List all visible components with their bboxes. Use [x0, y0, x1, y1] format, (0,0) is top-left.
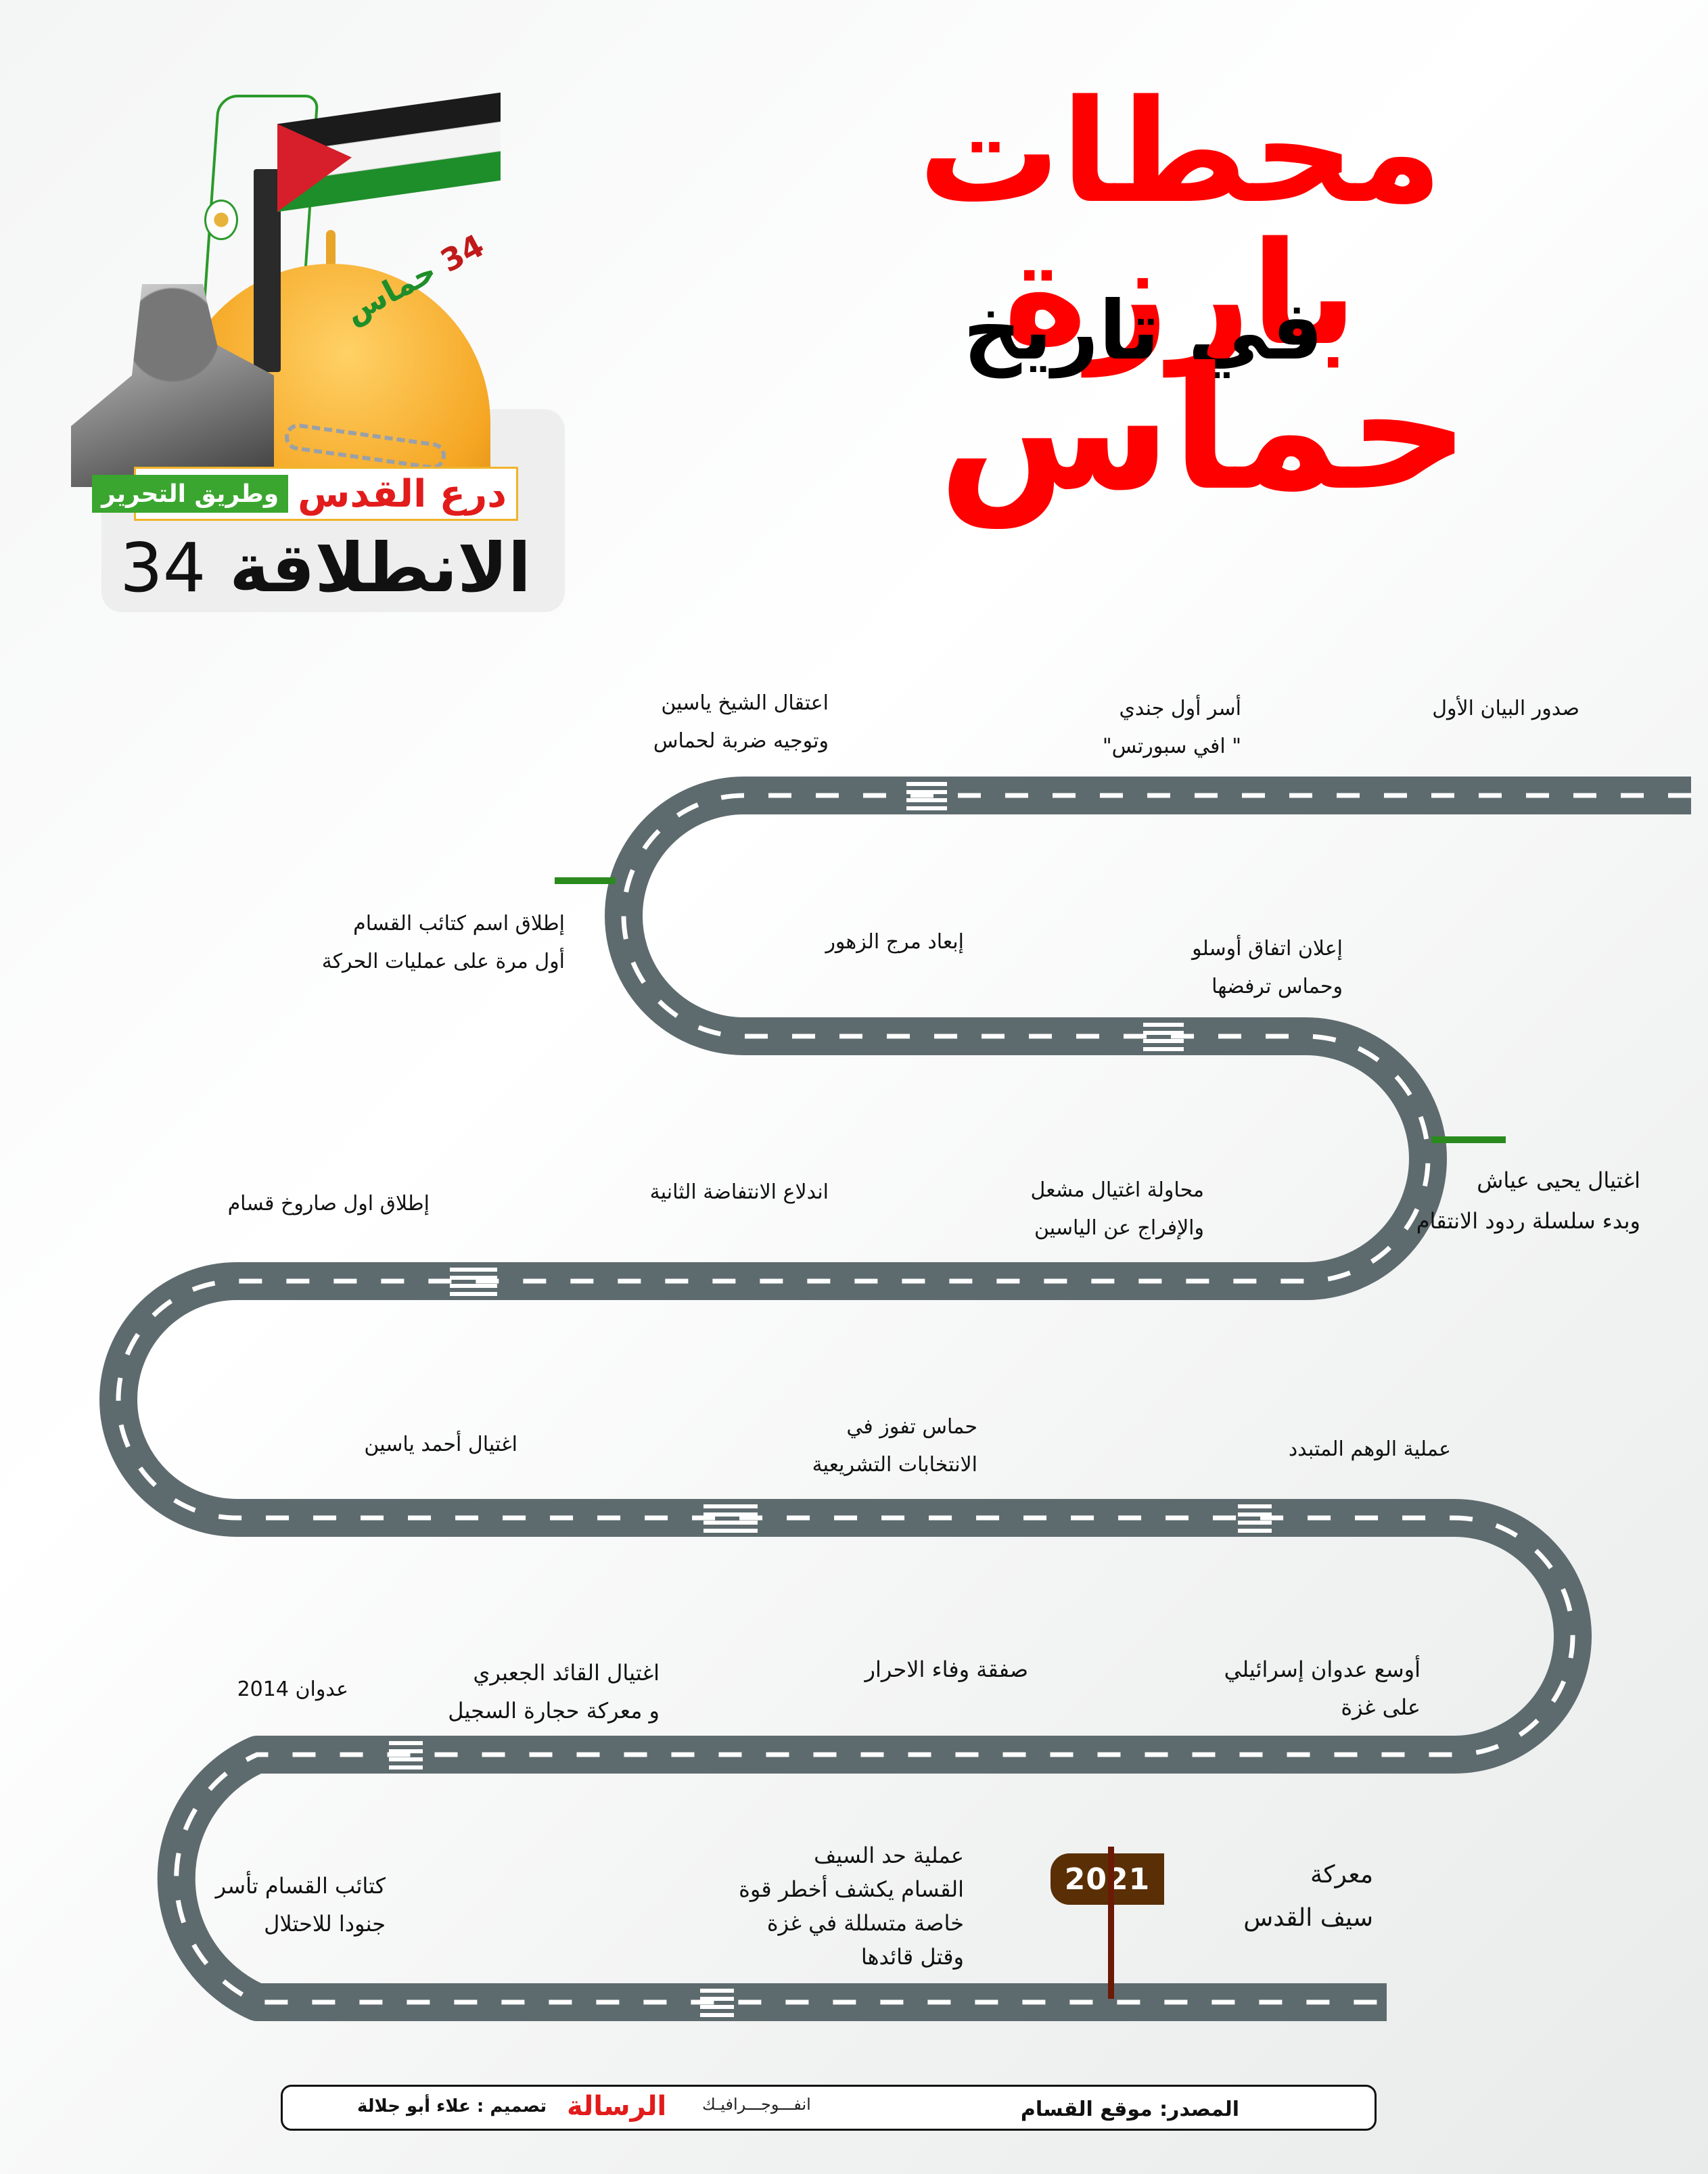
title-line-2: في تاريخ	[963, 284, 1324, 378]
milestone-text: عملية الوهم المتبدد	[1288, 1437, 1451, 1461]
logo-banner: درع القدس وطريق التحرير	[92, 467, 518, 521]
crosswalks	[389, 782, 1272, 2017]
milestone-text: كتائب القسام تأسر جنودا للاحتلال	[216, 1867, 386, 1943]
source-credit: المصدر: موقع القسام	[1020, 2098, 1239, 2121]
milestone-line: اغتيال القائد الجعبري	[473, 1660, 660, 1686]
milestone-text: إعلان اتفاق أوسلو وحماس ترفضها	[1192, 930, 1343, 1006]
anniversary-number: 34	[120, 528, 206, 607]
milestone-text: اغتيال يحيى عياش وبدء سلسلة ردود الانتقا…	[1416, 1160, 1640, 1241]
milestone-line: وتوجيه ضربة لحماس	[653, 729, 829, 753]
milestone-line: الانتخابات التشريعية	[812, 1453, 977, 1477]
milestone-line: وحماس ترفضها	[1211, 975, 1343, 998]
milestone-line: أسر أول جندي	[1119, 697, 1241, 720]
footer-credits: المصدر: موقع القسام انفـــوجـــرافيـك ال…	[281, 2085, 1377, 2131]
milestone-line: اعتقال الشيخ ياسين	[661, 691, 829, 715]
milestone-text: اغتيال أحمد ياسين	[364, 1433, 517, 1456]
milestone-line: خاصة متسللة في غزة	[766, 1910, 964, 1936]
milestone-line: أول مرة على عمليات الحركة	[321, 950, 565, 973]
milestone-line: على غزة	[1341, 1694, 1421, 1720]
milestone-text: اعتقال الشيخ ياسين وتوجيه ضربة لحماس	[653, 685, 829, 760]
rifle-icon	[254, 169, 281, 372]
year-flag-2021: 2021	[1051, 1853, 1164, 1905]
infographic-label: انفـــوجـــرافيـك	[702, 2095, 811, 2114]
milestone-line: إطلاق اسم كتائب القسام	[353, 912, 565, 935]
dome-spire-icon	[326, 230, 336, 271]
banner-red-text: درع القدس	[298, 471, 507, 516]
milestone-line: وبدء سلسلة ردود الانتقام	[1416, 1208, 1640, 1234]
milestone-line: و معركة حجارة السجيل	[448, 1698, 660, 1724]
milestone-line: محاولة اغتيال مشعل	[1030, 1178, 1204, 1202]
alresalah-logo: الرسالة	[567, 2091, 667, 2122]
milestone-line: معركة	[1310, 1861, 1373, 1889]
milestone-line: اغتيال يحيى عياش	[1477, 1167, 1640, 1193]
milestone-text: إطلاق اول صاروخ قسام	[227, 1192, 430, 1216]
milestone-text: صدور البيان الأول	[1432, 697, 1579, 720]
milestone-line: سيف القدس	[1243, 1904, 1373, 1932]
milestone-line: والإفراج عن الياسين	[1034, 1216, 1204, 1240]
hamas-emblem-icon	[204, 200, 238, 240]
milestone-text: عدوان 2014	[237, 1678, 348, 1701]
design-credit: تصميم : علاء أبو جلالة	[357, 2096, 547, 2117]
milestone-text: إطلاق اسم كتائب القسام أول مرة على عمليا…	[322, 905, 565, 981]
milestone-text: إبعاد مرج الزهور	[825, 930, 964, 954]
title-line-3: حماس	[938, 331, 1471, 528]
milestone-line: وقتل قائدها	[860, 1944, 964, 1970]
anniversary-word: الانطلاقة	[229, 528, 531, 607]
milestone-text: معركة سيف القدس	[1243, 1853, 1373, 1940]
milestone-line: كتائب القسام تأسر	[215, 1873, 386, 1899]
milestone-line: " افي سبورتس"	[1102, 735, 1241, 758]
milestone-text: أسر أول جندي " افي سبورتس"	[1103, 690, 1241, 766]
milestone-line: القسام يكشف أخطر قوة	[739, 1876, 964, 1902]
anniversary-label: الانطلاقة 34	[120, 534, 531, 602]
flag-pole-2021	[1108, 1847, 1114, 1999]
milestone-line: إعلان اتفاق أوسلو	[1192, 937, 1343, 961]
milestone-line: حماس تفوز في	[846, 1415, 977, 1439]
milestone-text: أوسع عدوان إسرائيلي على غزة	[1224, 1650, 1421, 1726]
milestone-line: جنودا للاحتلال	[264, 1911, 386, 1937]
banner-green-text: وطريق التحرير	[92, 475, 289, 513]
milestone-text: محاولة اغتيال مشعل والإفراج عن الياسين	[1031, 1172, 1204, 1247]
title-line-1: محطات بارزة	[918, 69, 1446, 377]
milestone-text: اغتيال القائد الجعبري و معركة حجارة السج…	[448, 1654, 660, 1730]
milestone-text: صفقة وفاء الاحرار	[864, 1657, 1028, 1682]
milestone-text: عملية حد السيف القسام يكشف أخطر قوة خاصة…	[739, 1838, 964, 1974]
milestone-text: حماس تفوز في الانتخابات التشريعية	[812, 1408, 977, 1484]
milestone-line: أوسع عدوان إسرائيلي	[1224, 1657, 1421, 1682]
milestone-line: عملية حد السيف	[814, 1843, 964, 1868]
milestone-text: اندلاع الانتفاضة الثانية	[649, 1180, 829, 1204]
